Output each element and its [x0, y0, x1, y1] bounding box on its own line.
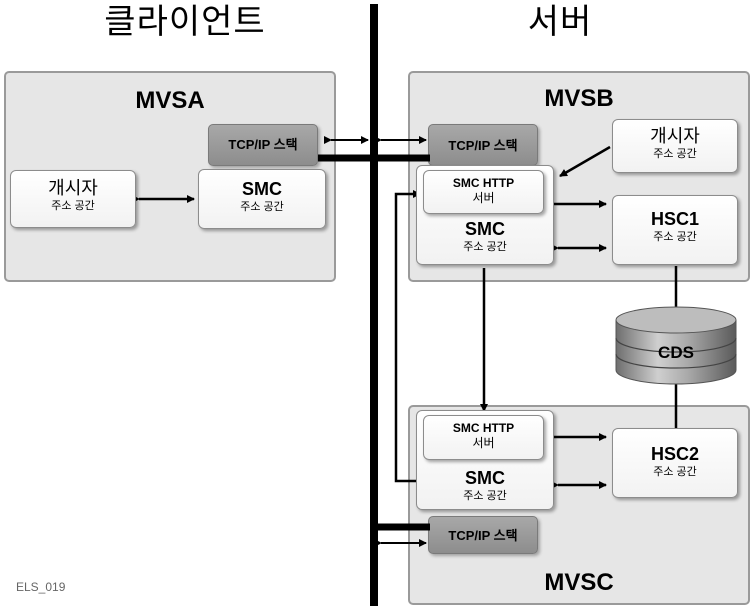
mvsb-smc-http-line1: SMC HTTP — [452, 176, 515, 190]
mvsb-smc-subtitle: 주소 공간 — [463, 241, 507, 253]
mvsc-smc-http-box: SMC HTTP 서버 — [423, 415, 544, 460]
hsc1-title: HSC1 — [650, 209, 699, 229]
mvsb-title: MVSB — [544, 85, 614, 112]
mvsc-smc-http-line1: SMC HTTP — [452, 421, 515, 435]
mvsb-smc-title: SMC — [465, 219, 505, 239]
hsc2-subtitle: 주소 공간 — [653, 466, 697, 478]
mvsb-smc-http-line2: 서버 — [472, 191, 495, 205]
mvsc-smc-subtitle: 주소 공간 — [463, 490, 507, 502]
mvsc-smc-http-line2: 서버 — [472, 436, 495, 450]
smc-title: SMC — [242, 179, 282, 199]
mvsc-tcpip-stack: TCP/IP 스택 — [428, 516, 538, 554]
smc-subtitle: 주소 공간 — [240, 201, 284, 213]
cds-label: CDS — [658, 343, 694, 362]
mvsb-initiator-subtitle: 주소 공간 — [653, 148, 697, 160]
mvsc-title: MVSC — [544, 569, 614, 596]
figure-id-label: ELS_019 — [16, 580, 66, 594]
mvsa-smc-box: SMC 주소 공간 — [198, 169, 326, 229]
hsc2-title: HSC2 — [650, 444, 699, 464]
mvsb-smc-http-box: SMC HTTP 서버 — [423, 170, 544, 214]
mvsb-initiator-title: 개시자 — [650, 126, 700, 146]
mvsa-initiator-box: 개시자 주소 공간 — [10, 170, 136, 228]
initiator-title: 개시자 — [48, 178, 98, 198]
mvsa-title: MVSA — [135, 87, 205, 114]
client-heading: 클라이언트 — [104, 2, 266, 42]
initiator-subtitle: 주소 공간 — [51, 200, 95, 212]
mvsb-initiator-box: 개시자 주소 공간 — [612, 119, 738, 173]
mvsa-tcpip-stack: TCP/IP 스택 — [208, 124, 318, 166]
hsc2-box: HSC2 주소 공간 — [612, 428, 738, 498]
server-heading: 서버 — [527, 2, 593, 42]
mvsc-smc-title: SMC — [465, 468, 505, 488]
hsc1-subtitle: 주소 공간 — [653, 231, 697, 243]
cds-database-icon — [615, 306, 737, 385]
hsc1-box: HSC1 주소 공간 — [612, 195, 738, 265]
